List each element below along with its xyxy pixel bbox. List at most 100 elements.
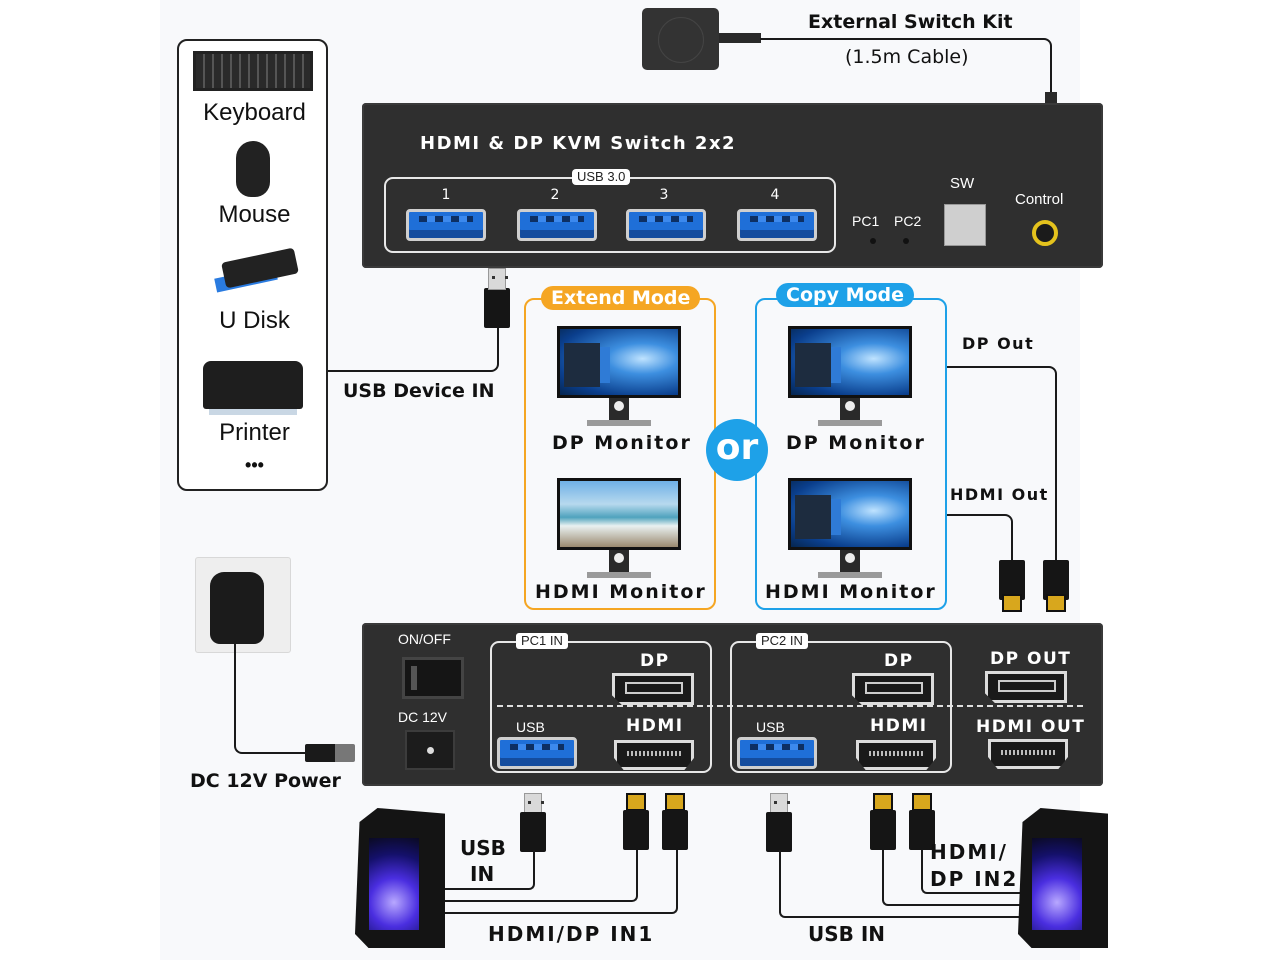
dp-out-plug-tip [1046, 594, 1066, 612]
usb-port-number: 1 [441, 187, 451, 203]
pc1-dp-label: DP [640, 651, 670, 671]
device-label-u-disk: U Disk [219, 307, 290, 334]
power-cable [234, 644, 314, 754]
usb-device-in-label: USB Device IN [343, 380, 495, 402]
pc2-video-in-label-line1: HDMI/ [930, 840, 1008, 864]
kvm-model-title: HDMI & DP KVM Switch 2x2 [420, 133, 737, 154]
device-label-keyboard: Keyboard [203, 99, 306, 126]
pc2-video-in-label-line2: DP IN2 [930, 867, 1019, 891]
device-label-printer: Printer [219, 419, 290, 446]
extend-hdmi-monitor-label: HDMI Monitor [535, 581, 707, 603]
pc1-hdmi-port[interactable] [614, 740, 694, 770]
pc1-usb-in-label-line2: IN [470, 862, 495, 886]
pc1-video-plug-tip-b [665, 793, 685, 811]
pc2-in-group: PC2 IN DP USB HDMI [730, 633, 952, 773]
extend-dp-monitor-icon [557, 326, 681, 444]
pc2-hdmi-port[interactable] [856, 740, 936, 770]
dc-12v-label: DC 12V [398, 709, 448, 725]
pc1-hdmi-label: HDMI [626, 716, 684, 736]
more-devices-ellipsis: ••• [245, 455, 264, 475]
pc2-usb-label: USB [756, 719, 785, 735]
kvm-front-panel: HDMI & DP KVM Switch 2x2 USB 3.0 1 2 3 4… [362, 103, 1103, 268]
hdmi-out-plug-tip [1002, 594, 1022, 612]
pc2-usb-in-label: USB IN [808, 922, 886, 946]
pc1-video-cable-a [414, 850, 638, 902]
mouse-icon [236, 141, 270, 197]
pc2-usb-port[interactable] [737, 737, 817, 769]
port-divider-dashed [497, 705, 1083, 707]
pc1-computer-tower-icon [355, 808, 445, 948]
dc-barrel-plug-icon [305, 744, 355, 762]
usb-device-plug-icon [484, 288, 510, 328]
pc1-dp-port[interactable] [612, 673, 694, 705]
switch-kit-cable [760, 38, 1052, 98]
switch-kit-title: External Switch Kit [808, 11, 1013, 33]
pc2-dp-label: DP [884, 651, 914, 671]
pc2-video-cable-a [882, 850, 1027, 906]
pc2-computer-tower-icon [1018, 808, 1108, 948]
pc2-video-cable-b [921, 850, 1027, 894]
pc2-video-plug-tip-b [912, 793, 932, 811]
dp-out-cable-label: DP Out [962, 334, 1035, 353]
usb-device-list: Keyboard Mouse U Disk Printer ••• [177, 39, 328, 491]
external-switch-kit-icon [642, 8, 719, 70]
dp-out-plug-icon [1043, 560, 1069, 600]
on-off-label: ON/OFF [398, 631, 451, 647]
usb-port-number: 4 [770, 187, 780, 203]
power-rocker-switch[interactable] [402, 657, 464, 699]
pc1-in-tag: PC1 IN [516, 633, 568, 649]
usb-drive-icon [221, 247, 299, 289]
dc-power-label: DC 12V Power [190, 770, 341, 792]
or-separator-badge: or [706, 419, 768, 481]
copy-dp-monitor-icon [788, 326, 912, 444]
dp-out-cable [947, 366, 1057, 564]
usb-port-number: 2 [550, 187, 560, 203]
usb3-label: USB 3.0 [572, 169, 631, 185]
pc1-usb-cable [414, 850, 535, 890]
power-adapter-icon [210, 572, 264, 644]
pc2-led-indicator [903, 238, 909, 244]
kvm-rear-panel: ON/OFF DC 12V PC1 IN DP USB HDMI PC2 IN … [362, 623, 1103, 786]
hdmi-out-port[interactable] [988, 739, 1068, 769]
hdmi-out-plug-icon [999, 560, 1025, 600]
usb3-port-1[interactable] [406, 209, 486, 241]
usb3-port-3[interactable] [626, 209, 706, 241]
dc-12v-jack[interactable] [405, 730, 455, 770]
extend-dp-monitor-label: DP Monitor [552, 432, 692, 454]
pc1-usb-port[interactable] [497, 737, 577, 769]
hdmi-out-cable-label: HDMI Out [950, 485, 1049, 504]
switch-button[interactable] [944, 204, 986, 246]
pc2-video-plug-tip-a [873, 793, 893, 811]
pc1-video-in-label: HDMI/DP IN1 [488, 922, 655, 946]
printer-icon [203, 361, 303, 409]
pc1-led-label: PC1 [852, 213, 880, 229]
pc2-usb-cable [779, 850, 1027, 918]
pc1-usb-label: USB [516, 719, 545, 735]
control-port-label: Control [1015, 191, 1064, 208]
control-jack-port[interactable] [1032, 220, 1058, 246]
copy-mode-badge: Copy Mode [776, 283, 915, 307]
copy-hdmi-monitor-icon [788, 478, 912, 596]
switch-kit-connector [719, 33, 761, 43]
pc1-led-indicator [870, 238, 876, 244]
usb3-port-group: USB 3.0 1 2 3 4 [384, 169, 836, 253]
dp-out-label: DP OUT [990, 649, 1072, 669]
extend-mode-badge: Extend Mode [541, 286, 701, 310]
hdmi-out-label: HDMI OUT [976, 717, 1086, 737]
pc1-video-plug-icon-b [662, 810, 688, 850]
usb3-port-4[interactable] [737, 209, 817, 241]
device-label-mouse: Mouse [218, 201, 291, 228]
pc1-usb-in-label-line1: USB [460, 836, 506, 860]
pc2-video-plug-icon-a [870, 810, 896, 850]
pc2-dp-port[interactable] [852, 673, 934, 705]
pc1-video-plug-tip-a [626, 793, 646, 811]
pc1-usb-plug-icon [520, 812, 546, 852]
extend-hdmi-monitor-icon [557, 478, 681, 596]
copy-dp-monitor-label: DP Monitor [786, 432, 926, 454]
dp-out-port[interactable] [985, 671, 1067, 703]
pc2-led-label: PC2 [894, 213, 922, 229]
pc2-in-tag: PC2 IN [756, 633, 808, 649]
switch-button-label: SW [950, 175, 975, 192]
usb3-port-2[interactable] [517, 209, 597, 241]
pc2-usb-plug-icon [766, 812, 792, 852]
